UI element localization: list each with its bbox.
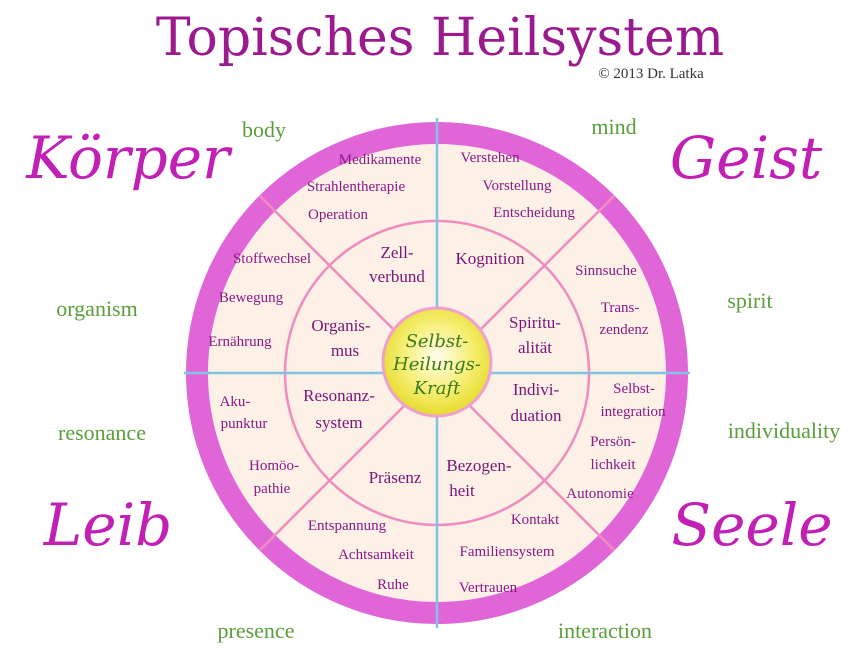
mid-zellverbund-1: Zell- xyxy=(380,243,413,262)
item-bewegung: Bewegung xyxy=(219,290,284,306)
mid-individuation-2: duation xyxy=(511,406,562,425)
item-strahlentherapie: Strahlentherapie xyxy=(307,179,406,195)
mid-bezogenheit-2: heit xyxy=(449,481,475,500)
item-homoeopathie-1: Homöo- xyxy=(249,458,299,474)
english-presence: presence xyxy=(218,618,295,643)
item-medikamente: Medikamente xyxy=(339,152,422,168)
quadrant-leib: Leib xyxy=(43,491,173,559)
mid-praesenz: Präsenz xyxy=(369,468,422,487)
quadrant-koerper: Körper xyxy=(25,124,233,192)
english-individuality: individuality xyxy=(728,418,840,443)
english-spirit: spirit xyxy=(727,288,772,313)
mid-organismus-2: mus xyxy=(331,341,359,360)
page-title: Topisches Heilsystem xyxy=(156,8,724,68)
mid-kognition: Kognition xyxy=(456,249,525,268)
item-achtsamkeit: Achtsamkeit xyxy=(338,547,415,563)
item-vertrauen: Vertrauen xyxy=(459,580,518,596)
item-autonomie: Autonomie xyxy=(566,486,634,502)
item-vorstellung: Vorstellung xyxy=(483,178,552,194)
item-ernaehrung: Ernährung xyxy=(208,334,272,350)
item-entscheidung: Entscheidung xyxy=(493,205,575,221)
mid-organismus-1: Organis- xyxy=(311,316,371,335)
english-organism: organism xyxy=(56,296,137,321)
core-label-line1: Selbst- xyxy=(406,331,469,352)
english-body: body xyxy=(242,117,286,142)
item-operation: Operation xyxy=(308,207,368,223)
item-selbstintegration-1: Selbst- xyxy=(613,381,655,397)
mid-resonanzsystem-1: Resonanz- xyxy=(303,386,375,405)
mid-zellverbund-2: verbund xyxy=(369,267,425,286)
item-selbstintegration-2: integration xyxy=(601,404,666,420)
item-ruhe: Ruhe xyxy=(377,577,409,593)
item-sinnsuche: Sinnsuche xyxy=(575,263,637,279)
item-akupunktur-1: Aku- xyxy=(220,394,251,410)
mid-individuation-1: Indivi- xyxy=(513,380,560,399)
item-akupunktur-2: punktur xyxy=(221,416,268,432)
english-interaction: interaction xyxy=(558,618,652,643)
mid-spiritualitaet-2: alität xyxy=(518,338,552,357)
mid-spiritualitaet-1: Spiritu- xyxy=(509,313,561,332)
item-entspannung: Entspannung xyxy=(308,518,387,534)
item-transzendenz-2: zendenz xyxy=(599,322,648,338)
item-familiensystem: Familiensystem xyxy=(460,544,555,560)
quadrant-geist: Geist xyxy=(670,124,823,192)
mid-resonanzsystem-2: system xyxy=(315,413,362,432)
english-mind: mind xyxy=(591,114,636,139)
item-homoeopathie-2: pathie xyxy=(254,481,291,497)
item-transzendenz-1: Trans- xyxy=(601,300,640,316)
item-persoenlichkeit-1: Persön- xyxy=(590,434,636,450)
core-label-line3: Kraft xyxy=(413,378,461,399)
copyright-notice: © 2013 Dr. Latka xyxy=(598,66,704,82)
item-verstehen: Verstehen xyxy=(460,150,520,166)
core-label-line2: Heilungs- xyxy=(392,354,481,375)
core-circle xyxy=(381,306,493,418)
item-persoenlichkeit-2: lichkeit xyxy=(591,457,637,473)
item-kontakt: Kontakt xyxy=(511,512,560,528)
english-resonance: resonance xyxy=(58,420,146,445)
mid-bezogenheit-1: Bezogen- xyxy=(446,456,511,475)
quadrant-seele: Seele xyxy=(671,491,832,559)
item-stoffwechsel: Stoffwechsel xyxy=(233,251,311,267)
